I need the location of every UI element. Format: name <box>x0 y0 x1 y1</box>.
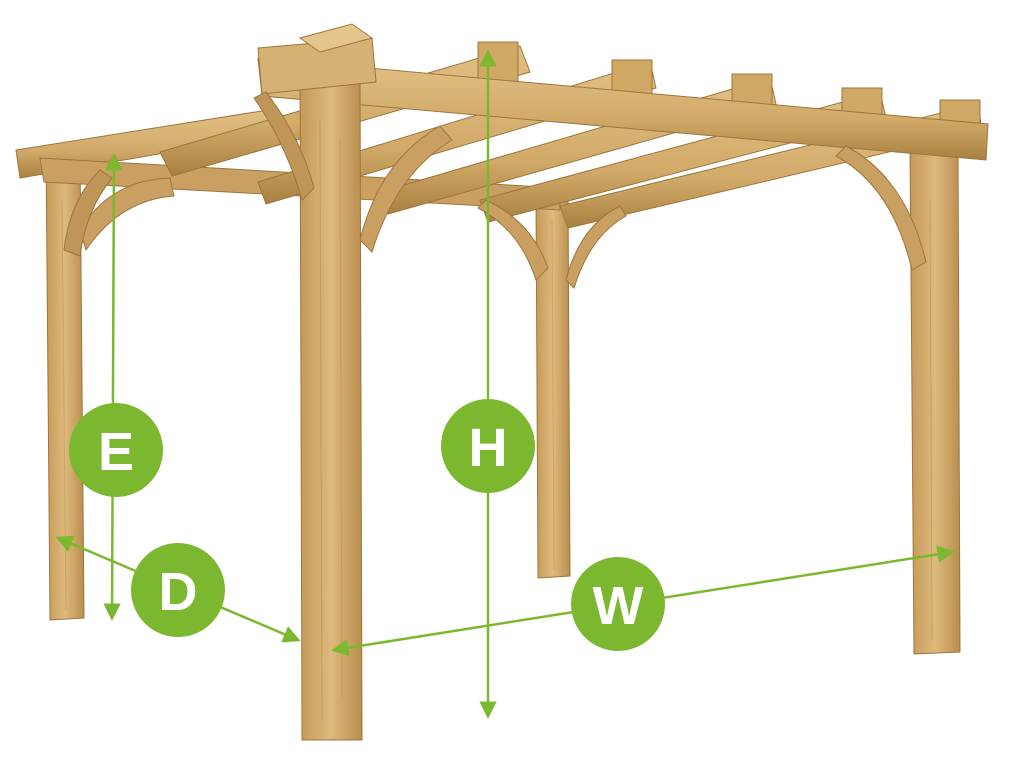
brace-back-middle-right <box>565 205 627 289</box>
badge-height-label: H <box>469 418 508 478</box>
rafter-tail-1 <box>477 41 519 83</box>
badge-height: H <box>441 399 535 493</box>
badge-depth-label: D <box>159 562 198 622</box>
post-front-right <box>909 145 961 655</box>
beam-end-top <box>298 23 374 53</box>
badge-depth-circle <box>131 543 225 637</box>
badge-width-circle <box>571 557 665 651</box>
brace-front-main-left <box>253 91 315 201</box>
badge-height-circle <box>441 399 535 493</box>
badge-width-label: W <box>593 576 644 636</box>
badge-eave-label: E <box>98 422 134 482</box>
brace-front-main-right <box>359 125 453 253</box>
badge-eave-circle <box>69 403 163 497</box>
post-front-main <box>299 67 363 741</box>
badge-depth: D <box>131 543 225 637</box>
brace-front-right <box>835 145 927 271</box>
badge-width: W <box>571 557 665 651</box>
badge-eave: E <box>69 403 163 497</box>
eave-dimension-line <box>103 153 123 621</box>
